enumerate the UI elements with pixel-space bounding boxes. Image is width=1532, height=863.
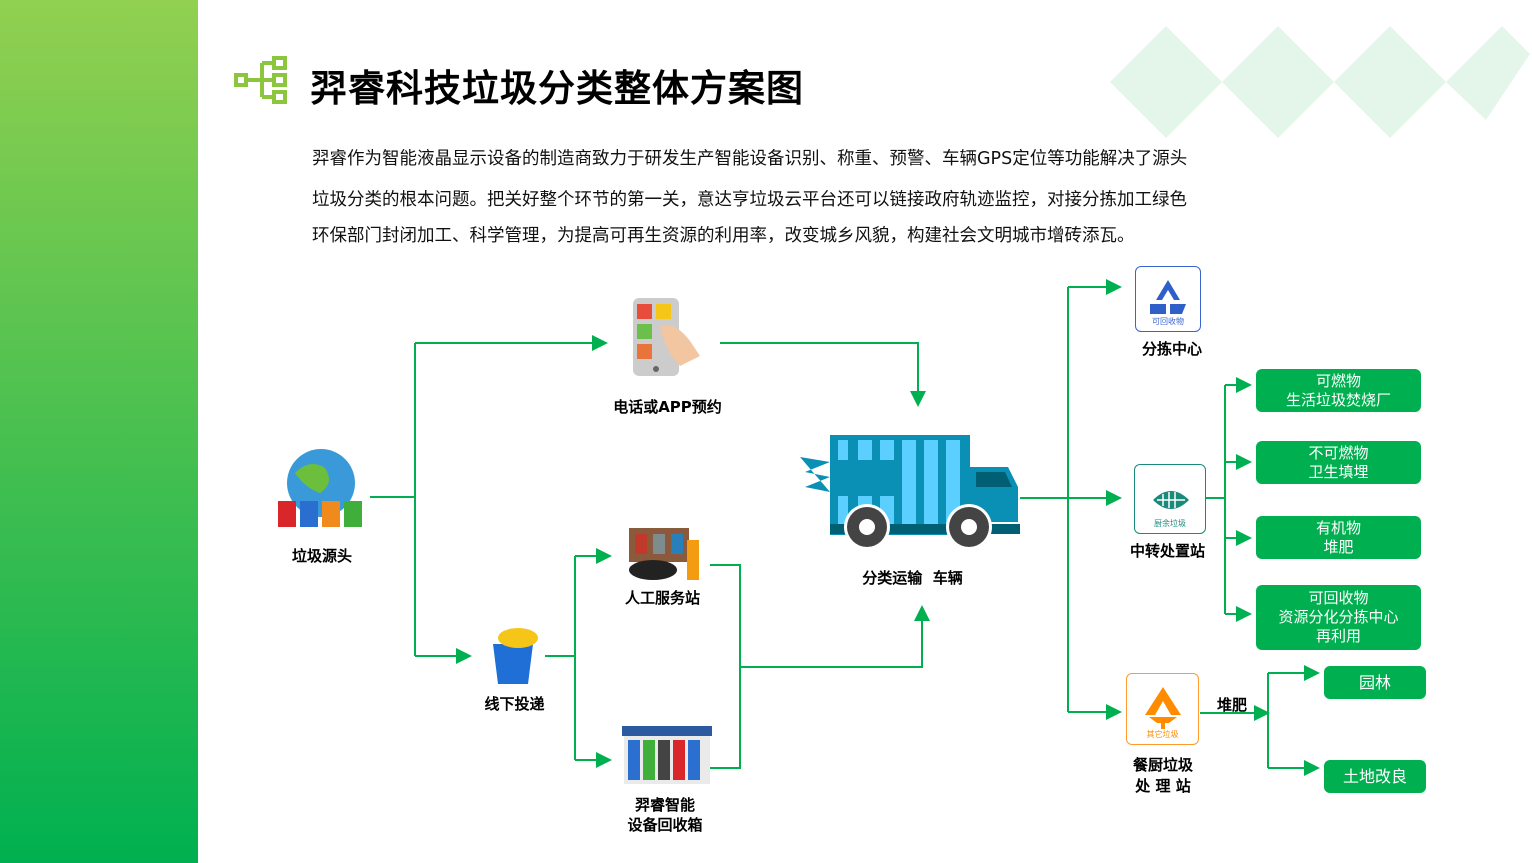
recyclable-icon-text: 可回收物: [1152, 317, 1184, 326]
output-line: 可燃物: [1315, 371, 1361, 390]
other-waste-icon-text: 其它垃圾: [1146, 730, 1179, 739]
offline-label: 线下投递: [484, 695, 545, 713]
output-line: 不可燃物: [1308, 443, 1369, 462]
device-label-2: 设备回收箱: [627, 816, 703, 834]
fish-bone-icon: [1153, 491, 1189, 509]
other-waste-icon-box: 其它垃圾: [1126, 673, 1199, 745]
trash-bin-icon: [493, 628, 538, 684]
kitchen-station-label-1: 餐厨垃圾: [1132, 756, 1193, 774]
kitchen-station-label-2: 处 理 站: [1135, 777, 1191, 795]
smart-recycling-box-icon: [622, 726, 712, 784]
recyclable-icon-box: 可回收物: [1135, 266, 1201, 332]
zigzag-decoration: [1110, 26, 1530, 138]
transfer-station-label: 中转处置站: [1129, 542, 1205, 560]
globe-bins-icon: [278, 449, 362, 527]
output-box-recyclable: 可回收物资源分化分拣中心再利用: [1256, 585, 1421, 650]
truck-label: 分类运输 车辆: [862, 569, 963, 587]
output-line: 再利用: [1315, 627, 1361, 645]
output-line: 可回收物: [1308, 589, 1369, 607]
sorting-center-label: 分拣中心: [1141, 340, 1202, 358]
output-box-combustible: 可燃物生活垃圾焚烧厂: [1256, 369, 1421, 412]
service-station-icon: [629, 528, 699, 580]
sidebar-gradient-bar: [0, 0, 198, 863]
phone-app-icon: [633, 298, 700, 376]
truck-icon: [800, 435, 1020, 550]
intro-line-3: 环保部门封闭加工、科学管理，为提高可再生资源的利用率，改变城乡风貌，构建社会文明…: [312, 226, 1135, 246]
output-line: 有机物: [1315, 518, 1361, 537]
device-label-1: 羿睿智能: [634, 796, 695, 814]
kitchen-waste-icon-text: 厨余垃圾: [1154, 519, 1186, 528]
page-title: 羿睿科技垃圾分类整体方案图: [310, 67, 804, 110]
other-waste-icon: [1144, 687, 1181, 729]
compost-label: 堆肥: [1216, 696, 1247, 714]
output-line: 资源分化分拣中心: [1278, 608, 1399, 626]
output-line: 园林: [1358, 673, 1391, 692]
hierarchy-icon: [234, 56, 287, 104]
output-line: 生活垃圾焚烧厂: [1285, 390, 1391, 409]
manual-station-label: 人工服务站: [624, 589, 700, 607]
output-box-garden: 园林: [1324, 666, 1426, 699]
output-line: 土地改良: [1342, 767, 1407, 786]
output-box-noncombustible: 不可燃物卫生填埋: [1256, 441, 1421, 484]
output-line: 卫生填埋: [1308, 462, 1369, 481]
output-box-land-improvement: 土地改良: [1324, 760, 1426, 793]
source-label: 垃圾源头: [291, 547, 352, 565]
kitchen-waste-icon-box: 厨余垃圾: [1134, 464, 1206, 534]
intro-line-2: 垃圾分类的根本问题。把关好整个环节的第一关，意达亨垃圾云平台还可以链接政府轨迹监…: [312, 190, 1187, 210]
output-box-organic: 有机物堆肥: [1256, 516, 1421, 559]
phone-label: 电话或APP预约: [613, 398, 722, 416]
recycle-icon: [1150, 280, 1186, 314]
output-line: 堆肥: [1323, 537, 1354, 556]
intro-line-1: 羿睿作为智能液晶显示设备的制造商致力于研发生产智能设备识别、称重、预警、车辆GP…: [312, 149, 1188, 169]
